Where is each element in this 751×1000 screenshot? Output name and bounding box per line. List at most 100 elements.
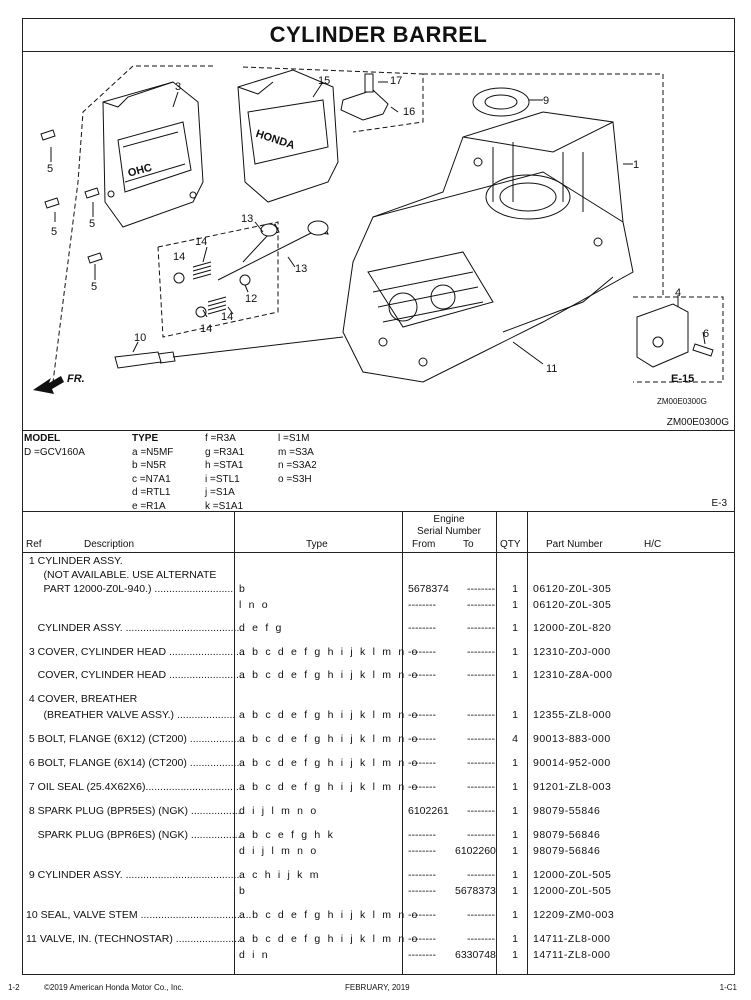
row-qty: 1: [512, 669, 518, 681]
exploded-diagram: OHC HONDA 3 15 17 16 9 1 4 6 11 5 5 5 5 …: [23, 52, 734, 430]
group-outline-valves: [157, 221, 279, 338]
col-divider-qty: [496, 512, 497, 975]
row-serial-from: --------: [408, 599, 436, 611]
seal-10: [239, 274, 251, 286]
row-qty: 1: [512, 583, 518, 595]
row-type: a b c d e f g h i j k l m n o: [239, 933, 420, 945]
row-serial-to: --------: [467, 805, 495, 817]
row-type: d i j l m n o: [239, 805, 319, 817]
row-qty: 1: [512, 805, 518, 817]
callout-6: 6: [703, 328, 709, 340]
row-serial-to: 6102260: [455, 845, 496, 857]
header-ref: Ref: [26, 539, 42, 550]
row-description: 1 CYLINDER ASSY.: [26, 555, 123, 567]
callout-16: 16: [403, 106, 415, 118]
callout-5d: 5: [91, 281, 97, 293]
row-description: CYLINDER ASSY. .........................…: [26, 622, 243, 634]
callout-3: 3: [175, 81, 181, 93]
row-description: 3 COVER, CYLINDER HEAD .................…: [26, 646, 245, 658]
ref-e15: E-15: [671, 373, 694, 385]
row-qty: 1: [512, 622, 518, 634]
row-serial-to: 6330748: [455, 949, 496, 961]
row-serial-from: --------: [408, 733, 436, 745]
row-serial-to: --------: [467, 733, 495, 745]
row-part-number: 90013-883-000: [533, 733, 611, 745]
row-serial-from: --------: [408, 885, 436, 897]
row-serial-to: --------: [467, 669, 495, 681]
row-type: l n o: [239, 599, 270, 611]
bolt-17: [364, 73, 374, 93]
type-e: e =R1A: [132, 500, 166, 512]
bolt-5d: [87, 252, 103, 264]
row-description: 9 CYLINDER ASSY. .......................…: [26, 869, 243, 881]
row-serial-from: 5678374: [408, 583, 449, 595]
type-label: TYPE: [132, 433, 159, 444]
row-description: (BREATHER VALVE ASSY.) .................…: [26, 709, 236, 721]
row-serial-from: --------: [408, 709, 436, 721]
header-hc: H/C: [644, 539, 662, 550]
row-qty: 1: [512, 829, 518, 841]
row-qty: 1: [512, 599, 518, 611]
callout-11: 13: [295, 263, 307, 275]
row-description: 8 SPARK PLUG (BPR5ES) (NGK) ............…: [26, 805, 244, 817]
callout-14a: 14: [173, 251, 185, 263]
row-serial-from: --------: [408, 869, 436, 881]
callout-4: 4: [675, 287, 681, 299]
row-part-number: 12209-ZM0-003: [533, 909, 615, 921]
page-title: CYLINDER BARREL: [22, 18, 735, 52]
row-part-number: 98079-56846: [533, 845, 601, 857]
row-type: a b c d e f g h i j k l m n o: [239, 757, 420, 769]
group-outline-cylinder: [423, 73, 664, 297]
bolt-5c: [84, 187, 100, 199]
callout-14b: 14: [200, 323, 212, 335]
row-type: a b c d e f g h i j k l m n o: [239, 646, 420, 658]
callout-7: 9: [543, 95, 549, 107]
row-description: PART 12000-Z0L-940.) ...................…: [26, 583, 234, 595]
row-part-number: 14711-ZL8-000: [533, 933, 611, 945]
row-description: 5 BOLT, FLANGE (6X12) (CT200) ..........…: [26, 733, 246, 745]
type-b: b =N5R: [132, 460, 167, 471]
row-serial-to: --------: [467, 709, 495, 721]
divider-model: [22, 430, 735, 431]
row-serial-to: 5678373: [455, 885, 496, 897]
row-serial-to: --------: [467, 829, 495, 841]
cylinder-block: [342, 111, 634, 383]
callout-10: 12: [245, 293, 257, 305]
row-qty: 1: [512, 781, 518, 793]
row-serial-from: --------: [408, 949, 436, 961]
row-part-number: 91201-ZL8-003: [533, 781, 612, 793]
row-part-number: 98079-56846: [533, 829, 601, 841]
row-serial-to: --------: [467, 622, 495, 634]
type-col-1: TYPE a =N5MF b =N5R c =N7A1 d =RTL1 e =R…: [132, 432, 173, 513]
seal-14b: [195, 306, 207, 318]
row-serial-to: --------: [467, 909, 495, 921]
row-part-number: 12310-Z8A-000: [533, 669, 613, 681]
row-description: (NOT AVAILABLE. USE ALTERNATE: [26, 569, 217, 581]
row-qty: 1: [512, 757, 518, 769]
row-qty: 4: [512, 733, 518, 745]
row-qty: 1: [512, 845, 518, 857]
type-d: d =RTL1: [132, 487, 171, 498]
row-serial-from: --------: [408, 909, 436, 921]
divider-table: [22, 511, 735, 512]
header-type: Type: [306, 539, 328, 550]
callout-15: 15: [318, 75, 330, 87]
section-ref: E-3: [711, 498, 727, 509]
bracket-16: [340, 89, 389, 121]
col-divider-serial: [402, 512, 403, 975]
row-type: d e f g: [239, 622, 284, 634]
row-type: a c h i j k m: [239, 869, 321, 881]
header-engine-label: Engine: [433, 514, 465, 525]
seal-14a: [173, 272, 185, 284]
row-serial-from: --------: [408, 845, 436, 857]
row-serial-to: --------: [467, 583, 495, 595]
row-qty: 1: [512, 709, 518, 721]
row-part-number: 12310-Z0J-000: [533, 646, 611, 658]
header-part-number: Part Number: [546, 539, 603, 550]
page-frame: [22, 18, 735, 975]
type-l: l =S1M: [278, 433, 310, 444]
row-part-number: 12355-ZL8-000: [533, 709, 612, 721]
row-serial-from: --------: [408, 646, 436, 658]
footer-page: 1-2: [8, 983, 20, 992]
front-arrow-icon: [33, 376, 64, 394]
